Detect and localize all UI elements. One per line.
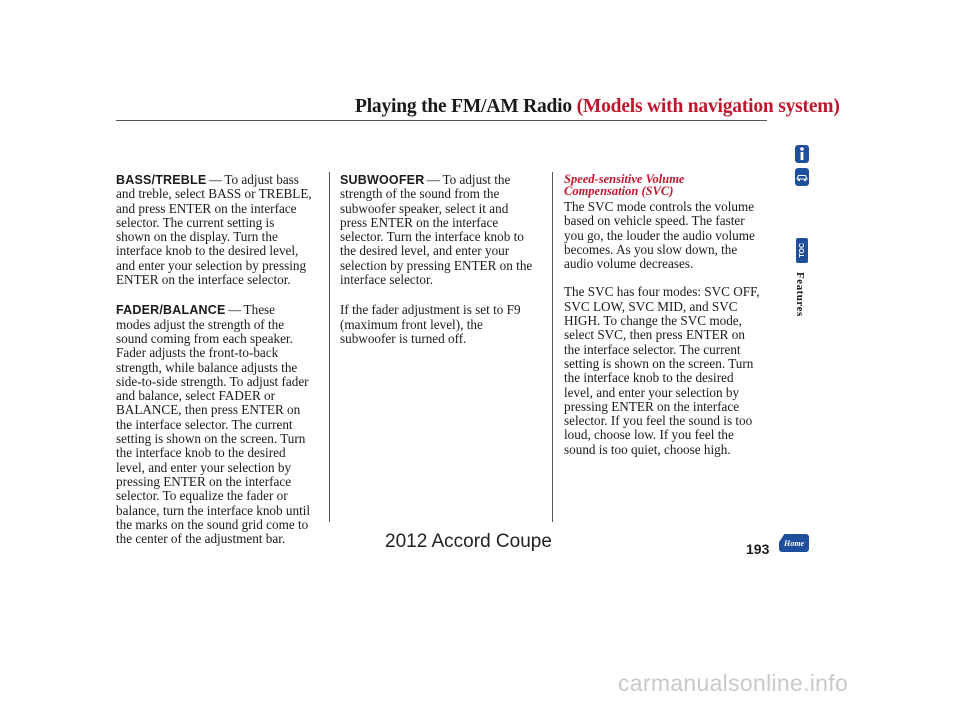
subwoofer-line: subwoofer speaker, select it and — [340, 200, 509, 216]
svc-line: based on vehicle speed. The faster — [564, 213, 745, 229]
svc-line: select SVC, then press ENTER on — [564, 327, 745, 343]
section-label: Features — [794, 272, 806, 317]
car-icon[interactable] — [795, 168, 809, 186]
subwoofer-line: To adjust the — [442, 172, 511, 187]
bass-treble-heading: BASS/TREBLE — [116, 173, 207, 187]
svc-line: the interface knob to the desired — [564, 370, 734, 386]
bass-line: ENTER on the interface selector. — [116, 272, 291, 288]
fader-line: the interface selector. The current — [116, 416, 293, 432]
fader-line: pressing ENTER on the interface — [116, 473, 292, 489]
home-label: Home — [784, 538, 804, 548]
column-divider — [552, 172, 553, 522]
watermark: carmanualsonline.info — [618, 670, 849, 696]
fader-line: the marks on the sound grid come to — [116, 516, 309, 532]
svc-line: pressing ENTER on the interface — [564, 398, 740, 414]
middle-column: SUBWOOFER—To adjust the strength of the … — [340, 172, 545, 346]
title-rule — [116, 120, 767, 121]
svc-line: selector. If you feel the sound is too — [564, 413, 753, 429]
fader-line: selector. To equalize the fader or — [116, 488, 288, 504]
subwoofer-line: selector. Turn the interface knob to — [340, 229, 524, 245]
dash-icon: — — [208, 172, 222, 187]
fader-line: balance, turn the interface knob until — [116, 502, 311, 518]
fader-line: level, and enter your selection by — [116, 459, 292, 475]
dash-icon: — — [227, 302, 242, 318]
toc-label: TOC — [798, 243, 806, 258]
fader-line: the center of the adjustment bar. — [116, 531, 286, 547]
page-title-main: Playing the FM/AM Radio — [355, 96, 572, 117]
fader-note-line: subwoofer is turned off. — [340, 330, 467, 346]
bass-line: To adjust bass — [224, 172, 299, 187]
fader-line: side-to-side strength. To adjust fader — [116, 373, 309, 389]
subwoofer-line: interface selector. — [340, 272, 433, 288]
svc-heading: Speed-sensitive Volume Compensation (SVC… — [564, 172, 774, 198]
fader-line: These — [243, 302, 276, 318]
svc-line: loud, choose low. If you feel the — [564, 427, 734, 443]
subwoofer-line: the desired level, and enter your — [340, 243, 510, 259]
fader-note-line: (maximum front level), the — [340, 316, 483, 332]
fader-balance-heading: FADER/BALANCE — [116, 303, 226, 318]
svc-line: sound is too quiet, choose high. — [564, 441, 731, 457]
fader-line: Fader adjusts the front-to-back — [116, 345, 279, 361]
svc-line: HIGH. To change the SVC mode, — [564, 313, 742, 329]
fader-line: and balance, select FADER or — [116, 388, 276, 404]
bass-line: selector. The current setting is — [116, 214, 275, 230]
footer-model-name: 2012 Accord Coupe — [385, 531, 552, 552]
page-title: Playing the FM/AM Radio (Models with nav… — [355, 96, 840, 118]
subwoofer-line: selection by pressing ENTER on the — [340, 257, 533, 273]
page-number: 193 — [746, 541, 770, 557]
fader-line: strength, while balance adjusts the — [116, 359, 298, 375]
bass-line: shown on the display. Turn the — [116, 229, 278, 245]
fader-line: the interface knob to the desired — [116, 445, 286, 461]
column-divider — [329, 172, 330, 522]
svc-line: the interface selector. The current — [564, 341, 741, 357]
toc-button[interactable]: TOC — [796, 238, 808, 263]
info-icon[interactable] — [795, 145, 809, 163]
right-column: Speed-sensitive Volume Compensation (SVC… — [564, 173, 774, 457]
bass-line: interface knob to the desired level, — [116, 243, 299, 259]
svc-line: audio volume decreases. — [564, 256, 694, 272]
fader-line: BALANCE, then press ENTER on — [116, 402, 301, 418]
svc-heading-line: Speed-sensitive Volume — [564, 172, 685, 186]
svc-line: The SVC has four modes: SVC OFF, — [564, 284, 760, 300]
fader-line: sound coming from each speaker. — [116, 330, 293, 346]
bass-line: and enter your selection by pressing — [116, 257, 307, 273]
subwoofer-heading: SUBWOOFER — [340, 173, 425, 187]
svc-line: becomes. As you slow down, the — [564, 241, 738, 257]
dash-icon: — — [426, 172, 441, 187]
fader-line: modes adjust the strength of the — [116, 316, 285, 332]
fader-note-line: If the fader adjustment is set to F9 — [340, 302, 521, 318]
bass-line: and treble, select BASS or TREBLE, — [116, 186, 312, 202]
fader-line: setting is shown on the screen. Turn — [116, 431, 306, 447]
left-column: BASS/TREBLE—To adjust bass and treble, s… — [116, 172, 321, 547]
bass-line: and press ENTER on the interface — [116, 200, 297, 216]
svc-line: you go, the louder the audio volume — [564, 227, 755, 243]
svc-line: setting is shown on the screen. Turn — [564, 355, 754, 371]
subwoofer-line: press ENTER on the interface — [340, 214, 499, 230]
page-title-sub: (Models with navigation system) — [576, 96, 840, 117]
svc-line: The SVC mode controls the volume — [564, 199, 755, 214]
svc-heading-line: Compensation (SVC) — [564, 184, 674, 198]
svc-line: level, and enter your selection by — [564, 384, 740, 400]
svc-line: SVC LOW, SVC MID, and SVC — [564, 298, 738, 314]
subwoofer-line: strength of the sound from the — [340, 186, 500, 202]
home-button[interactable]: Home — [779, 534, 809, 552]
